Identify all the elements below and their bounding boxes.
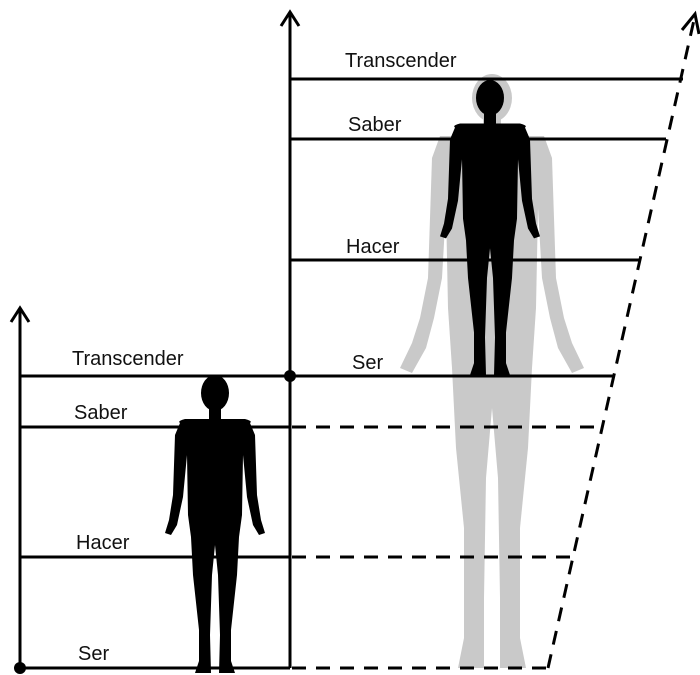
small-label-transcender: Transcender (72, 348, 184, 370)
small-label-ser: Ser (78, 643, 109, 665)
junction-dot-icon (284, 370, 296, 382)
small-level-lines (20, 376, 290, 668)
right-axis (281, 12, 299, 668)
large-label-saber: Saber (348, 114, 402, 136)
left-axis (11, 308, 29, 668)
large-label-hacer: Hacer (346, 236, 400, 258)
large-label-transcender: Transcender (345, 50, 457, 72)
small-label-hacer: Hacer (76, 532, 130, 554)
origin-dot-icon (14, 662, 26, 674)
small-label-saber: Saber (74, 402, 128, 424)
small-human-silhouette-icon (165, 375, 265, 673)
large-label-ser: Ser (352, 352, 383, 374)
